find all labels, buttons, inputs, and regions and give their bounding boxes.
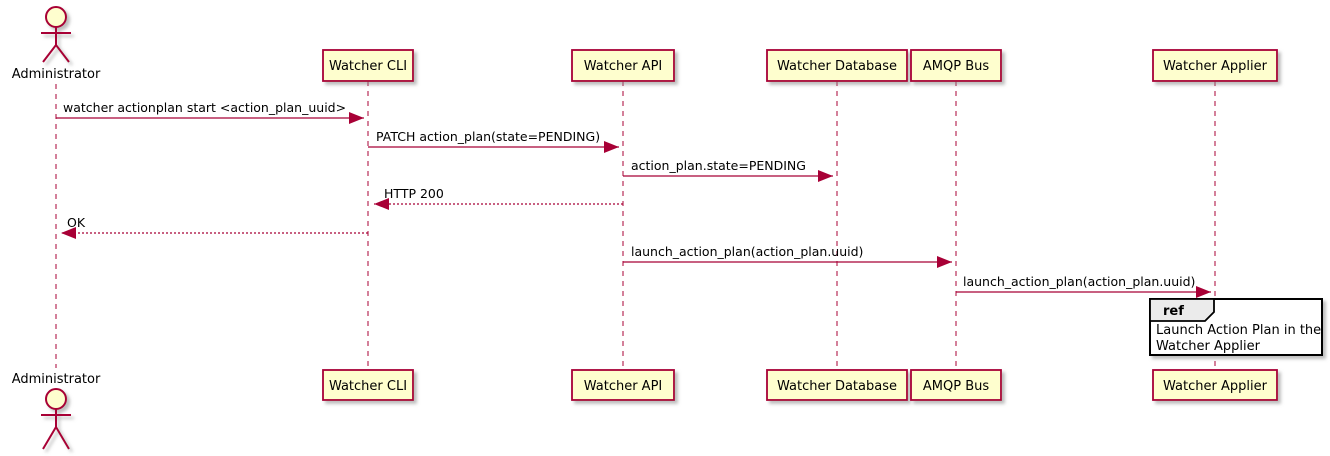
participant-watcher-applier-top: Watcher Applier — [1152, 49, 1278, 82]
participant-watcher-api-top: Watcher API — [571, 49, 675, 82]
participant-watcher-database-bottom: Watcher Database — [766, 369, 908, 401]
actor-label-top: Administrator — [12, 67, 101, 82]
ref-text-line1: Launch Action Plan in the — [1156, 323, 1321, 338]
actor-label-bottom: Administrator — [12, 372, 101, 387]
message-3: action_plan.state=PENDING — [623, 158, 833, 182]
actor-administrator-top: Administrator — [12, 6, 101, 82]
message-5: OK — [61, 215, 368, 239]
actor-administrator-bottom: Administrator — [12, 372, 101, 450]
participant-watcher-api-bottom: Watcher API — [571, 369, 675, 401]
participant-watcher-applier-bottom: Watcher Applier — [1152, 369, 1278, 401]
participants-bottom: Watcher CLI Watcher API Watcher Database… — [322, 369, 1278, 401]
message-label: action_plan.state=PENDING — [631, 158, 806, 173]
actor-figure-icon — [41, 388, 71, 450]
participant-watcher-cli-bottom: Watcher CLI — [322, 369, 414, 401]
participant-label: Watcher Applier — [1163, 59, 1268, 74]
message-label: OK — [67, 215, 86, 230]
ref-fragment: ref Launch Action Plan in the Watcher Ap… — [1149, 298, 1323, 356]
participant-label: Watcher CLI — [329, 379, 407, 394]
message-7: launch_action_plan(action_plan.uuid) — [956, 274, 1211, 298]
messages: watcher actionplan start <action_plan_uu… — [56, 100, 1211, 298]
participant-watcher-database-top: Watcher Database — [766, 49, 908, 82]
participant-label: Watcher Database — [777, 379, 897, 394]
actor-figure-icon — [41, 6, 71, 63]
message-label: launch_action_plan(action_plan.uuid) — [963, 274, 1195, 289]
participant-label: Watcher API — [584, 59, 663, 74]
participant-label: AMQP Bus — [923, 59, 989, 74]
participant-amqp-bus-bottom: AMQP Bus — [910, 369, 1002, 401]
ref-text-line2: Watcher Applier — [1156, 339, 1261, 354]
participant-label: Watcher CLI — [329, 59, 407, 74]
participant-label: AMQP Bus — [923, 379, 989, 394]
participant-watcher-cli-top: Watcher CLI — [322, 49, 414, 82]
participant-amqp-bus-top: AMQP Bus — [910, 49, 1002, 82]
message-label: launch_action_plan(action_plan.uuid) — [631, 244, 863, 259]
lifelines — [55, 81, 1216, 370]
ref-header-pentagon — [1149, 298, 1215, 322]
message-4: HTTP 200 — [374, 186, 623, 210]
participant-label: Watcher Applier — [1163, 379, 1268, 394]
message-2: PATCH action_plan(state=PENDING) — [368, 129, 619, 153]
ref-keyword: ref — [1163, 304, 1184, 319]
message-6: launch_action_plan(action_plan.uuid) — [623, 244, 952, 268]
participant-label: Watcher API — [584, 379, 663, 394]
participants-top: Watcher CLI Watcher API Watcher Database… — [322, 49, 1278, 82]
participant-label: Watcher Database — [777, 59, 897, 74]
message-label: HTTP 200 — [384, 186, 444, 201]
message-label: PATCH action_plan(state=PENDING) — [376, 129, 600, 144]
message-1: watcher actionplan start <action_plan_uu… — [56, 100, 364, 124]
message-label: watcher actionplan start <action_plan_uu… — [63, 100, 346, 115]
